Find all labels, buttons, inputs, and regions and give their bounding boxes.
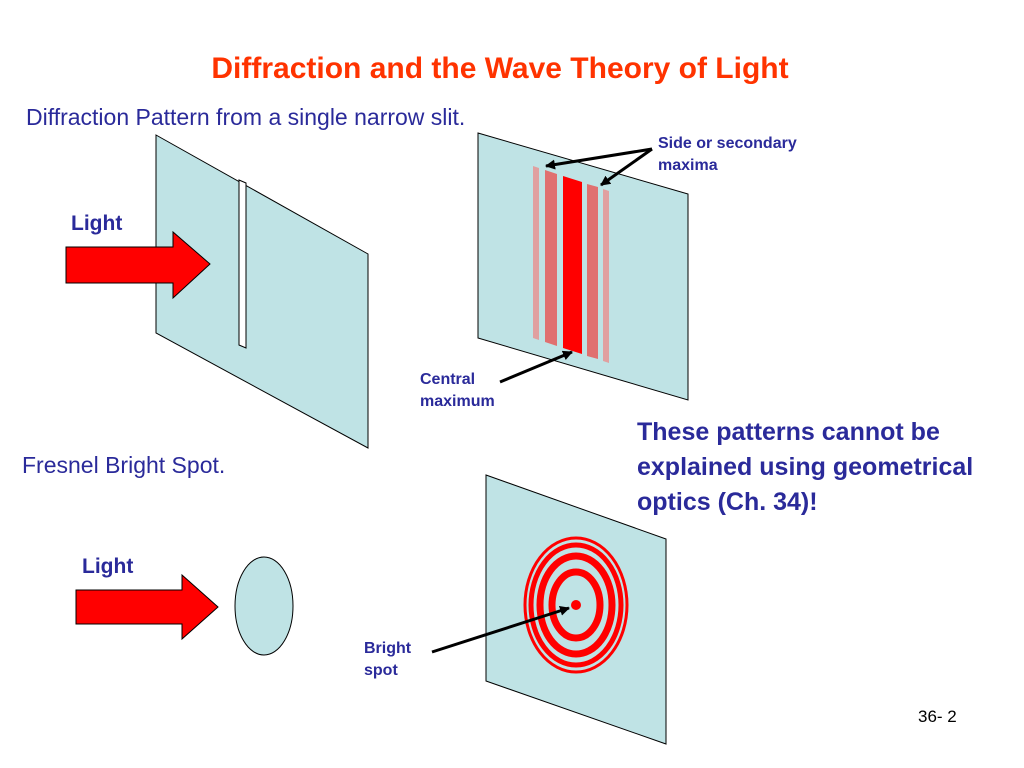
fringe-side-right <box>587 184 598 359</box>
ring-outer <box>523 536 629 674</box>
bright-spot <box>571 600 581 610</box>
bright-spot-pointer <box>431 605 570 654</box>
fringe-outer-left <box>533 166 539 340</box>
opaque-disk <box>234 556 294 656</box>
central-maximum-label: Central maximum <box>420 371 495 410</box>
central-maximum-pointer <box>499 350 573 384</box>
light-arrow-icon <box>75 573 219 641</box>
light-label-slit: Light <box>71 212 123 235</box>
bright-spot-label: Bright spot <box>364 640 412 679</box>
diffraction-screen <box>477 132 689 401</box>
side-maxima-pointer-right <box>600 147 653 187</box>
ring-first <box>548 568 604 642</box>
light-label-fresnel: Light <box>82 555 134 578</box>
slit-section-heading: Diffraction Pattern from a single narrow… <box>26 104 466 130</box>
slide-title: Diffraction and the Wave Theory of Light <box>211 52 789 85</box>
light-arrow-icon <box>65 230 211 300</box>
ring-third <box>528 542 624 668</box>
slit-barrier <box>155 134 369 449</box>
side-maxima-pointer-left <box>545 147 653 170</box>
fringe-side-left <box>545 170 557 346</box>
fringe-outer-right <box>603 189 609 363</box>
page-number: 36- 2 <box>918 707 957 726</box>
explanation-note: These patterns cannot be explained using… <box>637 418 974 516</box>
narrow-slit <box>238 179 247 349</box>
ring-second <box>536 552 616 658</box>
fresnel-section-heading: Fresnel Bright Spot. <box>22 452 226 478</box>
fringe-central <box>563 176 582 354</box>
fresnel-rings <box>523 536 629 674</box>
side-maxima-label: Side or secondary maxima <box>658 135 797 174</box>
